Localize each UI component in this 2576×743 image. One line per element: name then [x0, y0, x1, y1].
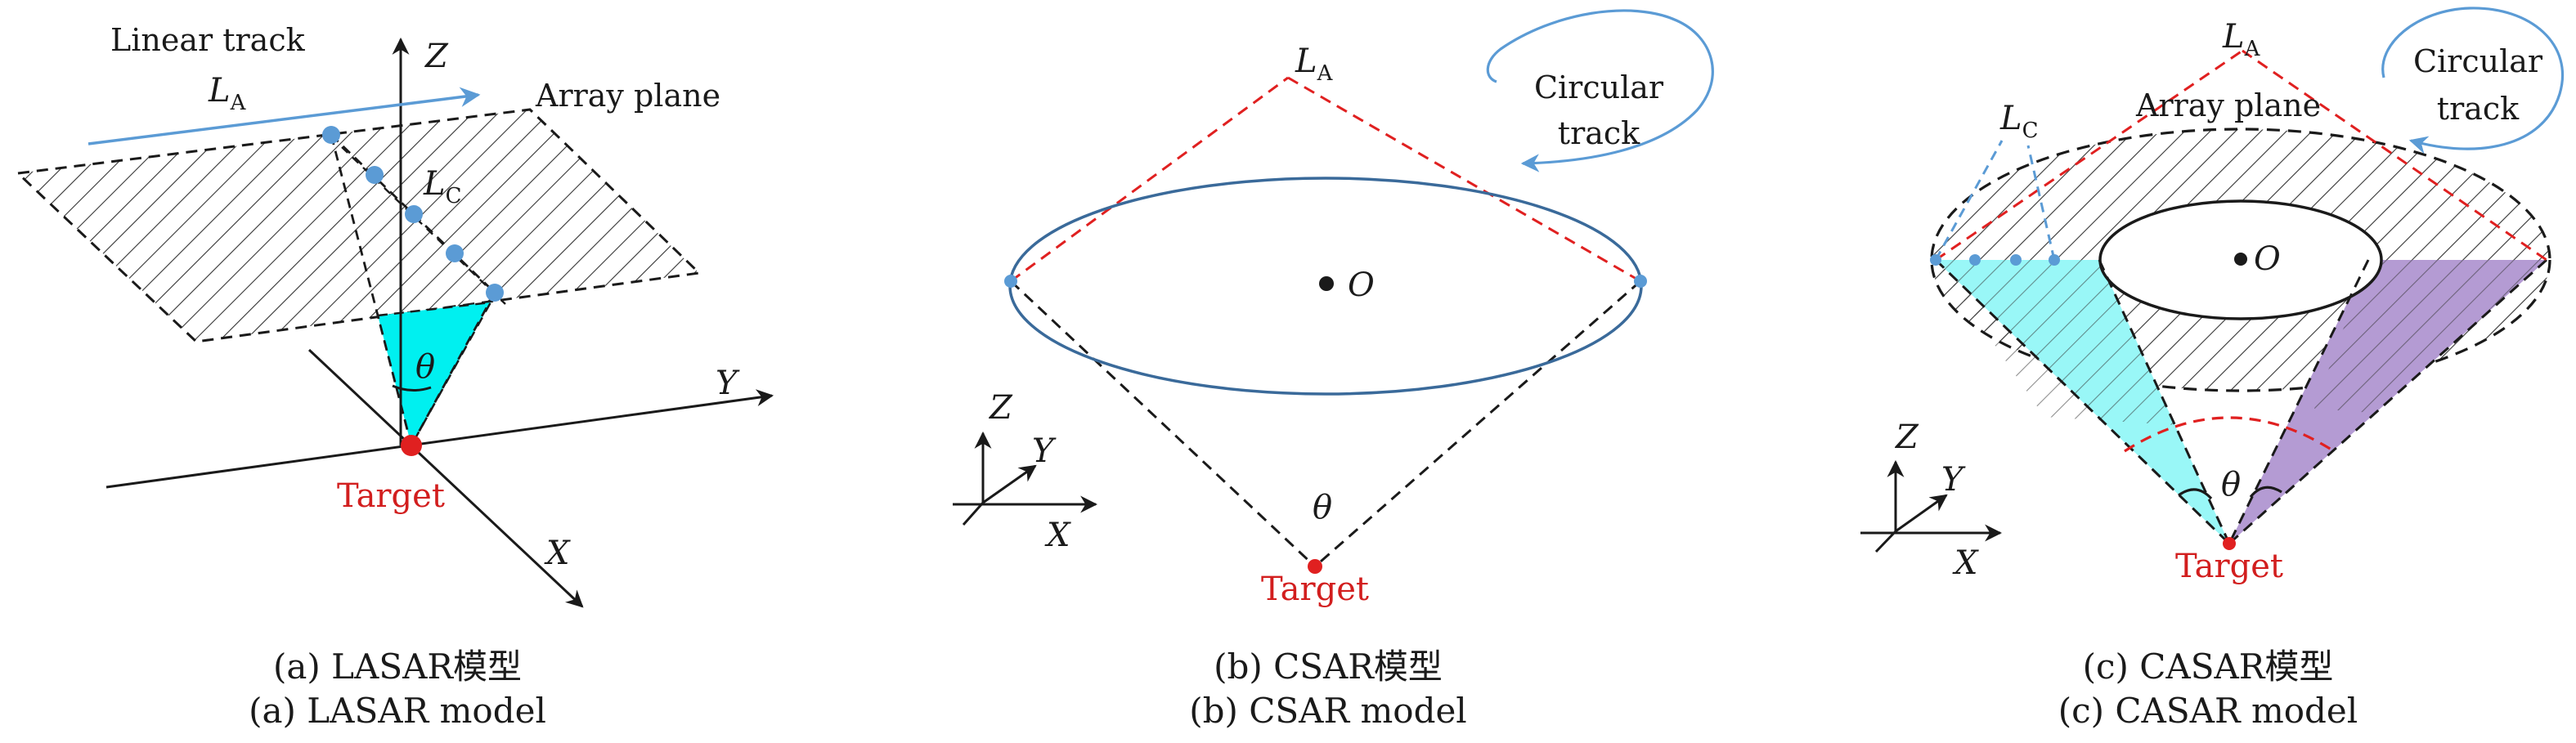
theta-arc-left-c — [2178, 488, 2213, 500]
axes-triad-c — [1860, 459, 2003, 553]
theta-range-arc-c — [2124, 416, 2335, 453]
cone-right-hatch-c — [2314, 260, 2547, 413]
panel-c: LA LC Array plane Circular track O Z Y X… — [1860, 7, 2565, 731]
array-endpoint-right-b — [1634, 275, 1647, 288]
axis-z-label-b: Z — [988, 389, 1013, 427]
los-right-outer-c — [2228, 258, 2547, 545]
circular-track-label-2-b: track — [1558, 115, 1640, 151]
theta-arc-a — [392, 384, 432, 392]
axis-x-label-b: X — [1044, 517, 1071, 554]
target-label-c: Target — [2175, 548, 2283, 585]
los-left-outer-c — [1934, 258, 2231, 545]
theta-label-a: θ — [415, 348, 435, 386]
origin-label-b: O — [1348, 266, 1375, 304]
target-label-a: Target — [337, 477, 445, 515]
axis-y-label-c: Y — [1941, 461, 1966, 499]
array-element — [2010, 254, 2022, 266]
lc-line-1-c — [1934, 140, 2004, 261]
axis-x-label-c: X — [1952, 544, 1979, 582]
triad-diag-b — [962, 502, 985, 526]
lc-label-c: LC — [1999, 100, 2038, 143]
circular-track-label-1-c: Circular — [2413, 43, 2543, 79]
axis-y-label-a: Y — [716, 365, 740, 402]
axes-triad-b — [953, 431, 1098, 526]
array-element — [1930, 254, 1941, 266]
los-right-b — [1314, 280, 1641, 568]
array-plane-label-c: Array plane — [2135, 87, 2321, 123]
target-label-b: Target — [1261, 571, 1369, 608]
triad-diag-c — [1874, 530, 1897, 553]
array-plane-a — [15, 108, 702, 343]
triad-y-b — [982, 464, 1037, 504]
origin-label-c: O — [2254, 240, 2281, 278]
caption-en-b: (b) CSAR model — [1189, 691, 1467, 731]
la-line-left-c — [1935, 49, 2243, 262]
la-label-b: LA — [1295, 43, 1334, 86]
axis-x-a — [307, 348, 584, 608]
target-point-a — [401, 435, 422, 456]
array-element — [486, 284, 504, 302]
la-line-right-c — [2242, 49, 2547, 262]
array-elements-c — [1930, 254, 2060, 266]
array-element — [405, 205, 423, 223]
array-element — [322, 126, 340, 144]
axis-x-label-a: X — [544, 535, 571, 572]
linear-track-label: Linear track — [110, 22, 306, 58]
axis-z-label-c: Z — [1894, 418, 1919, 456]
target-point-c — [2223, 537, 2236, 550]
panel-a: Linear track LA Array plane LC Z Y X θ T… — [15, 22, 774, 731]
array-elements-a — [322, 126, 504, 302]
los-left-a — [330, 134, 413, 446]
los-left-inner-c — [2098, 259, 2231, 544]
theta-label-c: θ — [2221, 466, 2241, 504]
los-left-b — [1009, 280, 1317, 568]
circular-track-label-1-b: Circular — [1534, 69, 1664, 105]
la-line-left-b — [1010, 76, 1289, 283]
caption-cn-a: (a) LASAR模型 — [273, 647, 522, 687]
circular-track-loop-c — [2381, 7, 2565, 154]
axis-z-label-a: Z — [424, 38, 449, 75]
origin-point-b — [1319, 276, 1334, 291]
la-line-right-b — [1287, 76, 1641, 283]
array-plane-label-a: Array plane — [535, 78, 720, 114]
triad-y-c — [1895, 494, 1948, 533]
axis-y-a — [105, 389, 774, 489]
panel-b: LA Circular track O Z Y X θ Target (b) C… — [953, 9, 1714, 731]
cone-left-hatch-c — [1936, 260, 2175, 425]
lc-label-a: LC — [423, 165, 461, 208]
circular-track-label-2-c: track — [2437, 91, 2520, 127]
array-endpoint-left-b — [1004, 275, 1017, 288]
caption-en-c: (c) CASAR model — [2058, 691, 2358, 731]
target-point-b — [1308, 559, 1322, 574]
caption-cn-b: (b) CSAR模型 — [1214, 647, 1443, 687]
caption-cn-c: (c) CASAR模型 — [2083, 647, 2334, 687]
axis-y-label-b: Y — [1032, 432, 1057, 470]
la-label-a: LA — [208, 72, 247, 115]
origin-point-c — [2234, 253, 2247, 266]
lc-line-1-a — [330, 133, 496, 294]
theta-arc-right-c — [2249, 486, 2282, 499]
array-element — [2049, 254, 2060, 266]
linear-track-arrow — [88, 87, 481, 145]
caption-en-a: (a) LASAR model — [249, 691, 546, 731]
la-label-c: LA — [2222, 18, 2261, 61]
array-element — [1969, 254, 1981, 266]
theta-label-b: θ — [1313, 489, 1332, 526]
los-right-a — [410, 292, 496, 446]
lc-line-2-c — [2026, 145, 2056, 261]
array-element — [446, 244, 464, 262]
array-element — [366, 166, 384, 184]
circular-track-loop-b — [1486, 9, 1714, 172]
